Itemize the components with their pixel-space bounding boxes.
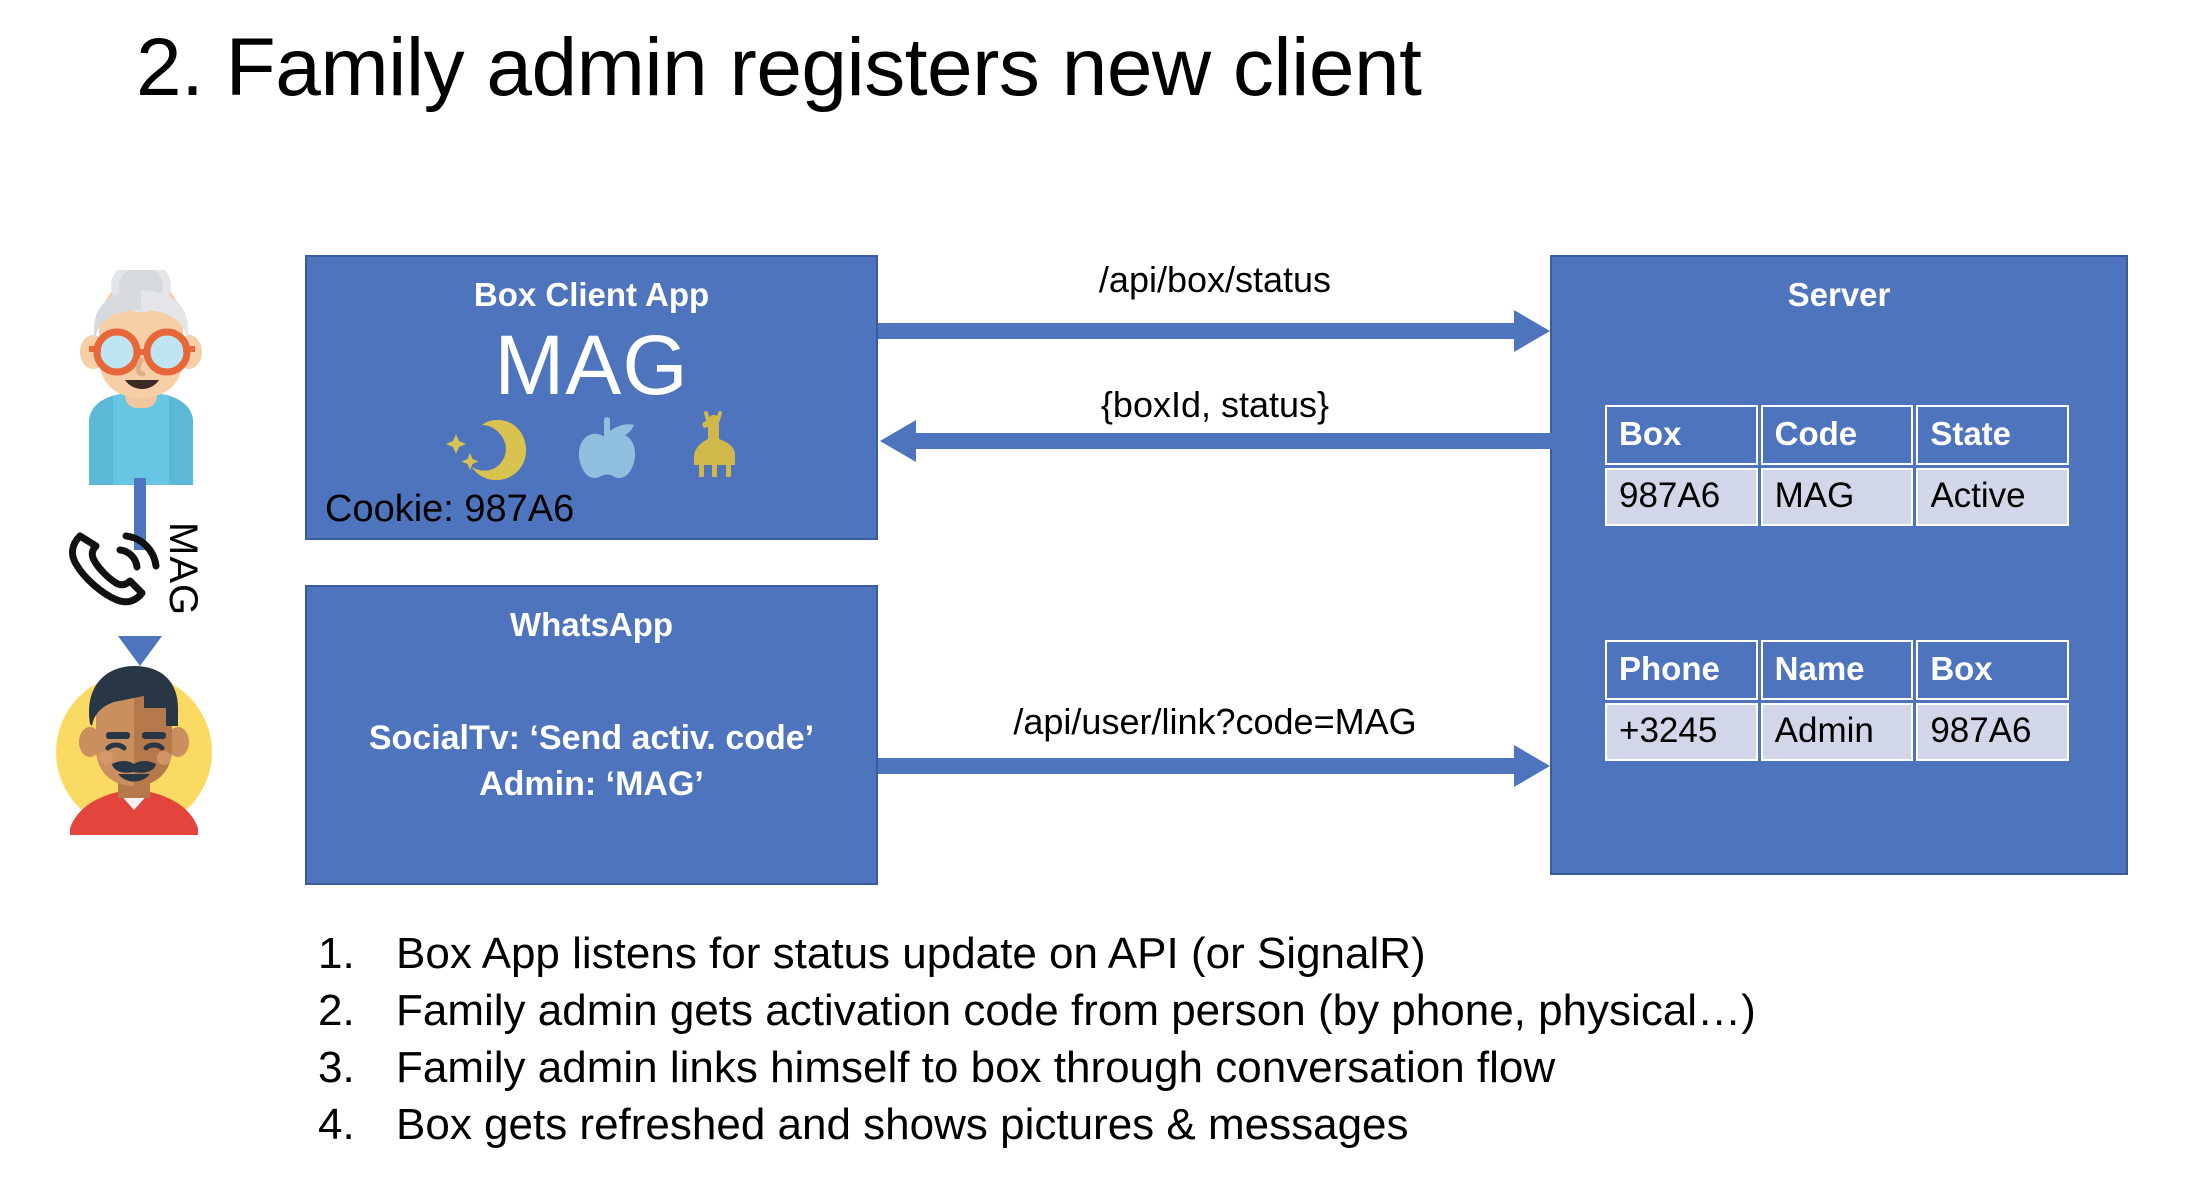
table-header-row: Phone Name Box <box>1605 640 2069 700</box>
arrow-link-user <box>878 740 1552 792</box>
arrow-label-request-status: /api/box/status <box>1098 259 1332 300</box>
user-link-table: Phone Name Box +3245 Admin 987A6 <box>1602 637 2072 764</box>
server-title: Server <box>1787 276 1891 313</box>
column-header-state: State <box>1916 405 2069 465</box>
column-header-phone: Phone <box>1605 640 1758 700</box>
list-item: 1. Box App listens for status update on … <box>318 925 2068 982</box>
list-item: 3. Family admin links himself to box thr… <box>318 1039 2068 1096</box>
table-row: +3245 Admin 987A6 <box>1605 703 2069 761</box>
connector-line-granny <box>134 478 146 550</box>
call-code-label: MAG <box>161 522 205 617</box>
cell-box-state: Active <box>1916 468 2069 526</box>
column-header-box: Box <box>1916 640 2069 700</box>
box-client-app-panel[interactable]: Box Client App MAG <box>305 255 878 540</box>
cell-box-code: MAG <box>1760 468 1914 526</box>
list-item: 2. Family admin gets activation code fro… <box>318 982 2068 1039</box>
step-text: Family admin gets activation code from p… <box>396 986 1756 1035</box>
elderly-woman-avatar <box>55 260 227 490</box>
giraffe-icon <box>688 411 742 481</box>
whatsapp-message-socialtv: SocialTv: ‘Send activ. code’ <box>368 719 815 757</box>
whatsapp-message-admin: Admin: ‘MAG’ <box>479 765 704 803</box>
family-admin-avatar <box>48 660 220 840</box>
step-text: Family admin links himself to box throug… <box>396 1043 1556 1092</box>
table-row: 987A6 MAG Active <box>1605 468 2069 526</box>
column-header-name: Name <box>1760 640 1914 700</box>
step-text: Box gets refreshed and shows pictures & … <box>396 1100 1409 1149</box>
box-state-table: Box Code State 987A6 MAG Active <box>1602 402 2072 529</box>
apple-icon <box>572 417 642 481</box>
arrow-label-link-user: /api/user/link?code=MAG <box>1013 701 1417 742</box>
whatsapp-title: WhatsApp <box>509 606 674 643</box>
whatsapp-conversation: SocialTv: ‘Send activ. code’ Admin: ‘MAG… <box>307 715 876 807</box>
cell-user-box: 987A6 <box>1916 703 2069 761</box>
cell-box-id: 987A6 <box>1605 468 1758 526</box>
step-text: Box App listens for status update on API… <box>396 929 1426 978</box>
cookie-value: Cookie: 987A6 <box>325 488 575 530</box>
crescent-moon-icon <box>442 419 526 481</box>
list-item: 4. Box gets refreshed and shows pictures… <box>318 1096 2068 1153</box>
box-client-app-title: Box Client App <box>473 276 710 313</box>
cell-user-phone: +3245 <box>1605 703 1758 761</box>
page-title: 2. Family admin registers new client <box>136 22 1422 113</box>
step-number: 1. <box>318 929 355 978</box>
code-symbol-row <box>307 411 876 481</box>
arrow-label-response-status: {boxId, status} <box>1100 384 1330 425</box>
table-header-row: Box Code State <box>1605 405 2069 465</box>
phone-call-icon <box>62 520 167 620</box>
column-header-box: Box <box>1605 405 1758 465</box>
box-client-app-code: MAG <box>494 318 689 412</box>
step-number: 4. <box>318 1100 355 1149</box>
cell-user-name: Admin <box>1760 703 1914 761</box>
arrow-request-status <box>878 305 1552 357</box>
arrow-down-icon <box>118 636 162 666</box>
whatsapp-panel[interactable]: WhatsApp SocialTv: ‘Send activ. code’ Ad… <box>305 585 878 885</box>
step-number: 3. <box>318 1043 355 1092</box>
step-number: 2. <box>318 986 355 1035</box>
column-header-code: Code <box>1760 405 1914 465</box>
arrow-response-status <box>878 415 1552 467</box>
numbered-steps-list: 1. Box App listens for status update on … <box>318 925 2068 1153</box>
server-panel[interactable]: Server Box Code State 987A6 MAG Active <box>1550 255 2128 875</box>
